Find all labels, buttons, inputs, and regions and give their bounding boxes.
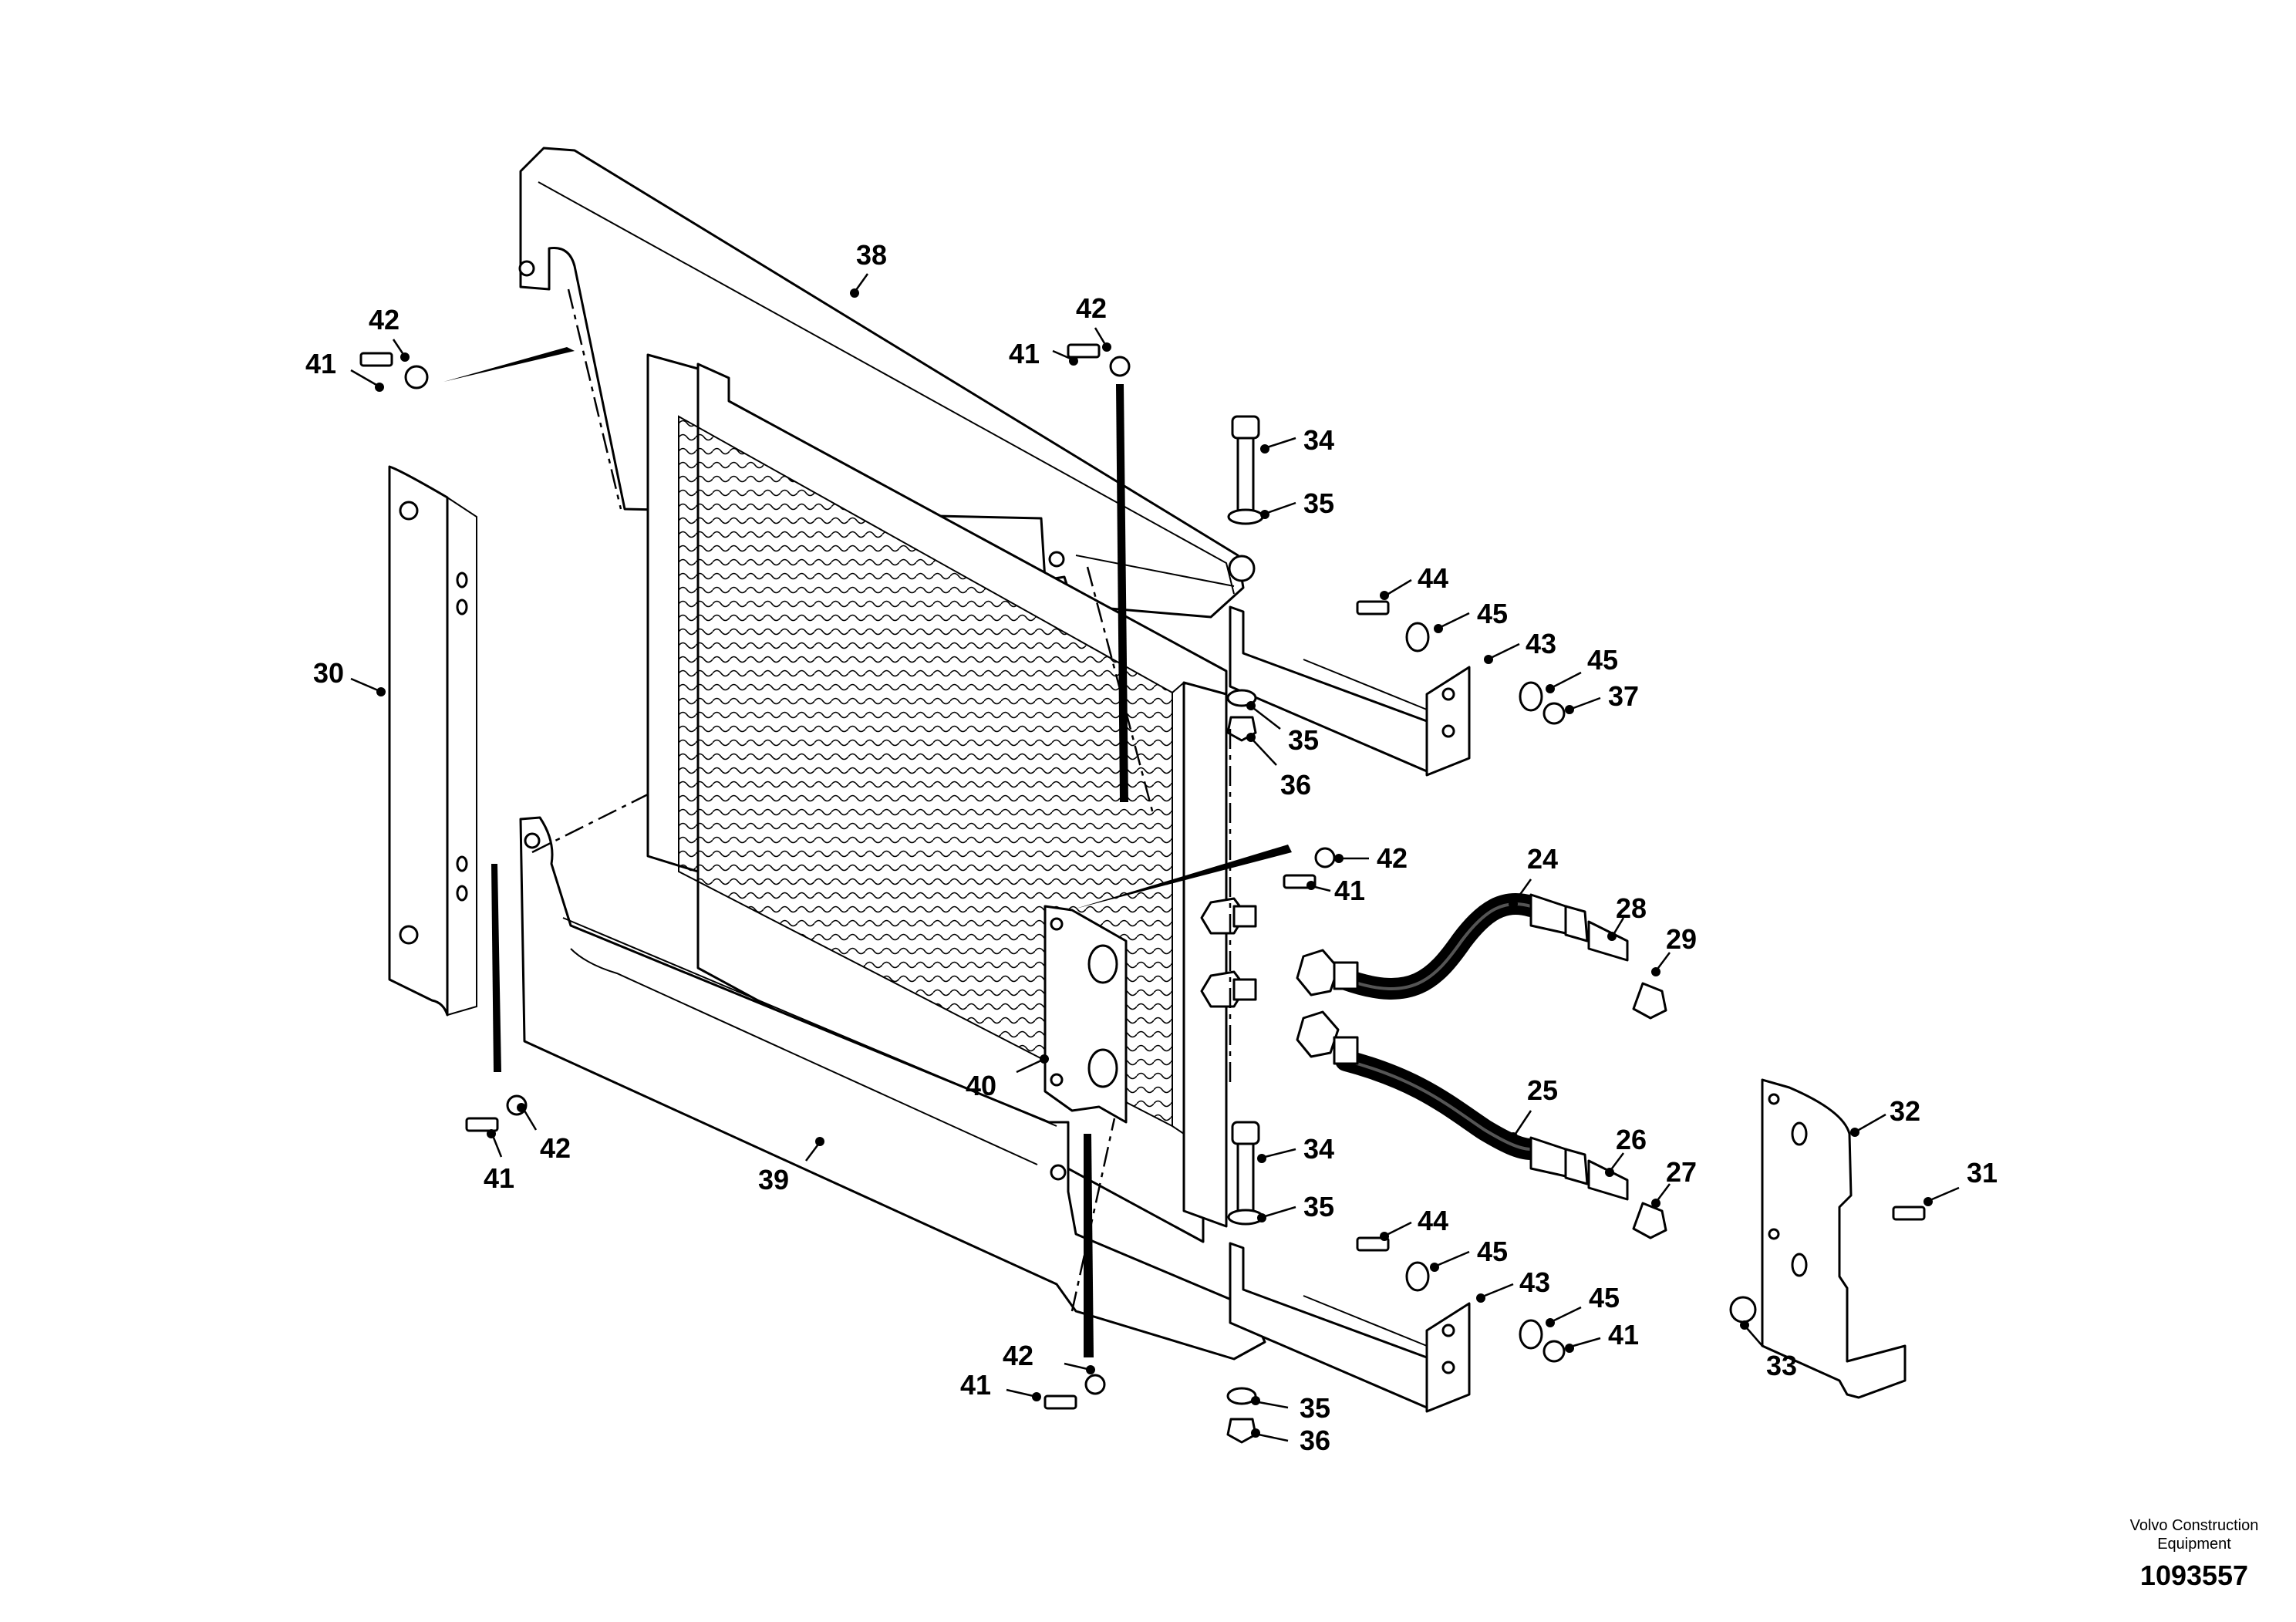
- callout-42: 42: [517, 1103, 571, 1164]
- callout-33: 33: [1740, 1320, 1797, 1381]
- publisher-line-2: Equipment: [2157, 1536, 2231, 1553]
- svg-text:32: 32: [1890, 1095, 1920, 1127]
- callout-42: 42: [1076, 292, 1111, 352]
- callout-37: 37: [1565, 680, 1639, 714]
- callout-42: 42: [369, 304, 410, 362]
- side-bar: [388, 465, 477, 1017]
- callout-41: 41: [484, 1129, 514, 1194]
- callout-43: 43: [1484, 628, 1556, 664]
- callout-35: 35: [1246, 701, 1319, 756]
- svg-text:42: 42: [1003, 1340, 1033, 1371]
- svg-text:42: 42: [540, 1132, 571, 1164]
- callouts: 38 42 41 42 41 34 35 44 45 43 45 37 30 3…: [305, 239, 1998, 1456]
- callout-45: 45: [1546, 644, 1618, 693]
- svg-text:25: 25: [1527, 1074, 1558, 1106]
- callout-39: 39: [758, 1137, 824, 1195]
- lower-frame: [519, 816, 1266, 1361]
- callout-45: 45: [1434, 598, 1508, 633]
- svg-text:45: 45: [1477, 1236, 1508, 1267]
- svg-text:44: 44: [1418, 562, 1448, 594]
- callout-42: 42: [1334, 842, 1408, 874]
- cooler-fittings: [1200, 897, 1257, 1008]
- callout-38: 38: [850, 239, 887, 298]
- callout-29: 29: [1651, 923, 1697, 976]
- svg-text:35: 35: [1288, 724, 1319, 756]
- svg-text:41: 41: [305, 348, 336, 379]
- fasteners: [359, 343, 1926, 1444]
- svg-text:35: 35: [1303, 487, 1334, 519]
- svg-text:28: 28: [1616, 892, 1647, 924]
- callout-26: 26: [1605, 1124, 1647, 1177]
- callout-44: 44: [1380, 562, 1448, 600]
- svg-text:26: 26: [1616, 1124, 1647, 1155]
- svg-text:40: 40: [966, 1070, 996, 1101]
- callout-25: 25: [1509, 1074, 1558, 1141]
- callout-35: 35: [1260, 487, 1334, 519]
- svg-text:41: 41: [484, 1162, 514, 1194]
- callout-41: 41: [1009, 338, 1078, 369]
- callout-41: 41: [1306, 875, 1365, 906]
- callout-41: 41: [960, 1369, 1041, 1401]
- svg-text:33: 33: [1766, 1350, 1797, 1381]
- svg-text:45: 45: [1587, 644, 1618, 676]
- svg-text:41: 41: [1334, 875, 1365, 906]
- svg-text:39: 39: [758, 1164, 789, 1195]
- callout-45: 45: [1430, 1236, 1508, 1272]
- svg-text:38: 38: [856, 239, 887, 271]
- svg-text:29: 29: [1666, 923, 1697, 955]
- callout-35: 35: [1257, 1191, 1334, 1222]
- svg-text:31: 31: [1967, 1157, 1998, 1189]
- svg-text:42: 42: [1076, 292, 1107, 324]
- callout-30: 30: [313, 657, 386, 696]
- bracket-43-lower: [1229, 1242, 1471, 1413]
- assembly-lines: [443, 288, 1292, 1357]
- svg-text:43: 43: [1526, 628, 1556, 659]
- callout-32: 32: [1850, 1095, 1920, 1137]
- callout-35: 35: [1251, 1392, 1330, 1424]
- publisher-label: Volvo Construction Equipment: [2082, 1516, 2296, 1553]
- svg-text:30: 30: [313, 657, 344, 689]
- svg-text:36: 36: [1280, 769, 1311, 801]
- callout-40: 40: [966, 1054, 1049, 1101]
- svg-text:27: 27: [1666, 1156, 1697, 1188]
- bracket-43-upper: [1229, 605, 1471, 777]
- callout-45: 45: [1546, 1282, 1620, 1327]
- callout-36: 36: [1251, 1425, 1330, 1456]
- callout-28: 28: [1607, 892, 1647, 941]
- svg-text:36: 36: [1300, 1425, 1330, 1456]
- svg-text:44: 44: [1418, 1205, 1448, 1236]
- callout-36: 36: [1246, 733, 1311, 801]
- callout-31: 31: [1923, 1157, 1998, 1206]
- svg-text:42: 42: [369, 304, 400, 336]
- svg-text:34: 34: [1303, 424, 1334, 456]
- callout-34: 34: [1257, 1133, 1334, 1165]
- svg-text:24: 24: [1527, 843, 1558, 875]
- svg-text:41: 41: [1608, 1319, 1639, 1351]
- callout-41: 41: [1565, 1319, 1639, 1353]
- callout-34: 34: [1260, 424, 1334, 456]
- publisher-line-1: Volvo Construction: [2129, 1517, 2259, 1534]
- svg-text:45: 45: [1589, 1282, 1620, 1313]
- bracket-32: [1761, 1078, 1907, 1399]
- svg-text:35: 35: [1300, 1392, 1330, 1424]
- svg-text:45: 45: [1477, 598, 1508, 629]
- callout-41: 41: [305, 348, 384, 392]
- svg-text:37: 37: [1608, 680, 1639, 712]
- document-number: 1093557: [2139, 1560, 2249, 1591]
- callout-42: 42: [1003, 1340, 1095, 1374]
- svg-text:41: 41: [1009, 338, 1040, 369]
- callout-44: 44: [1380, 1205, 1448, 1241]
- svg-text:35: 35: [1303, 1191, 1334, 1222]
- bracket-40: [1043, 905, 1128, 1124]
- callout-27: 27: [1651, 1156, 1697, 1208]
- svg-text:41: 41: [960, 1369, 991, 1401]
- svg-text:43: 43: [1519, 1266, 1550, 1298]
- hose-25: [1296, 1010, 1667, 1239]
- svg-text:34: 34: [1303, 1133, 1334, 1165]
- callout-24: 24: [1509, 843, 1558, 909]
- hose-24: [1296, 893, 1667, 1020]
- svg-text:42: 42: [1377, 842, 1408, 874]
- callout-43: 43: [1476, 1266, 1550, 1303]
